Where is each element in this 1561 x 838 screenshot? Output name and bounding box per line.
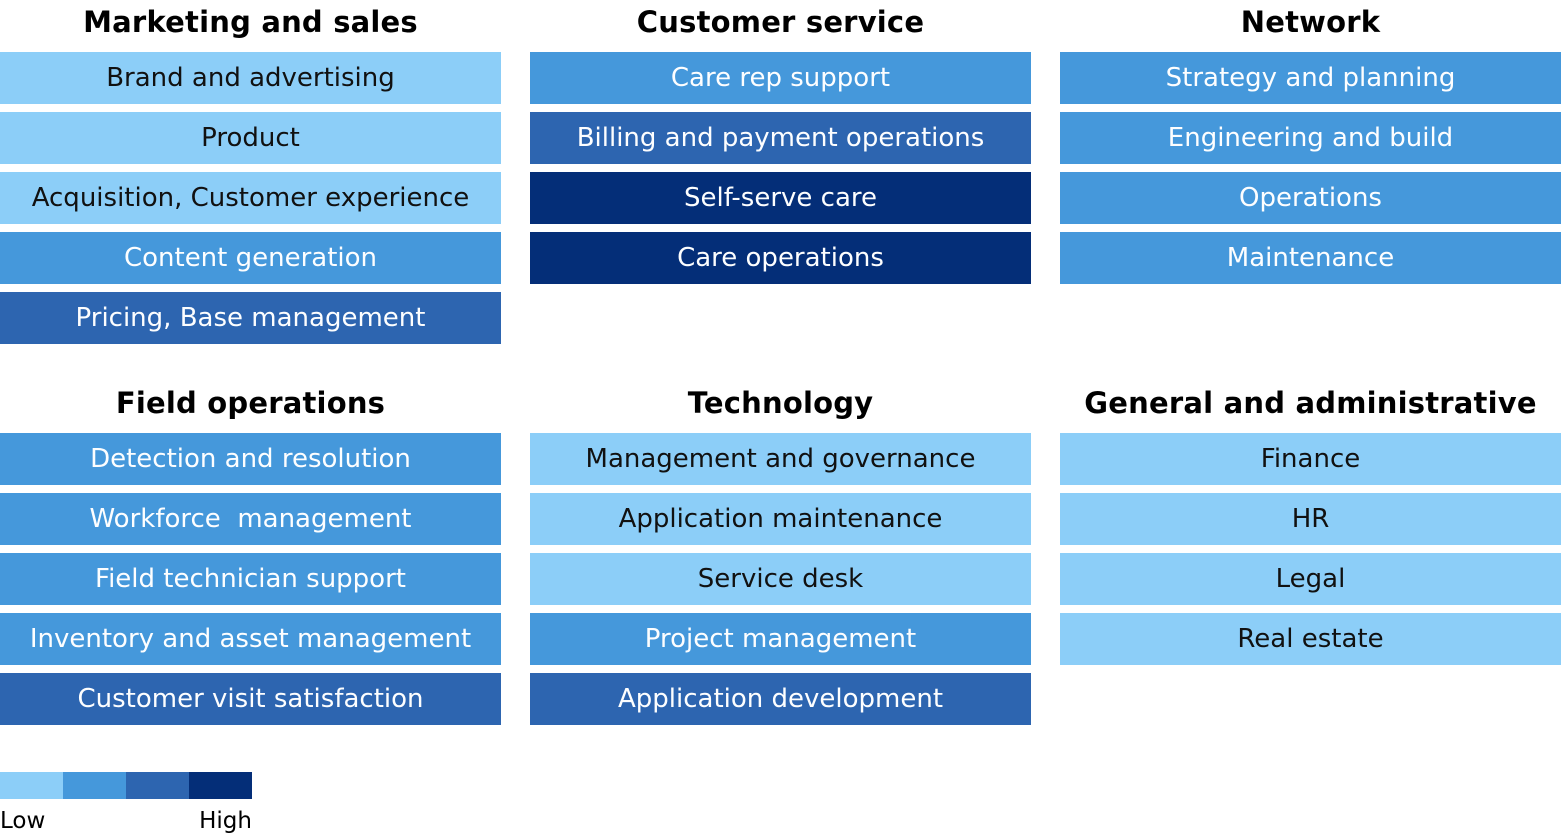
capability-bar: Pricing, Base management xyxy=(0,292,501,344)
capability-bar: Finance xyxy=(1060,433,1561,485)
capability-bar: Care rep support xyxy=(530,52,1031,104)
group-title: Network xyxy=(1240,5,1381,39)
capability-bar: Acquisition, Customer experience xyxy=(0,172,501,224)
legend: Low High xyxy=(0,772,252,834)
legend-color-scale xyxy=(0,772,252,799)
capability-bar: Engineering and build xyxy=(1060,112,1561,164)
legend-labels: Low High xyxy=(0,808,252,834)
legend-high-label: High xyxy=(199,808,252,834)
capability-bar: Workforce management xyxy=(0,493,501,545)
capability-bar: Field technician support xyxy=(0,553,501,605)
group-title: Field operations xyxy=(115,386,386,420)
capability-bar: Management and governance xyxy=(530,433,1031,485)
group-title: General and administrative xyxy=(1084,386,1537,420)
capability-bar: Brand and advertising xyxy=(0,52,501,104)
legend-swatch-level-3 xyxy=(126,772,189,799)
capability-bar: Real estate xyxy=(1060,613,1561,665)
capability-bar: Strategy and planning xyxy=(1060,52,1561,104)
group-title: Marketing and sales xyxy=(83,5,418,39)
capability-bar: Application development xyxy=(530,673,1031,725)
legend-swatch-level-4 xyxy=(189,772,252,799)
capability-bar: Billing and payment operations xyxy=(530,112,1031,164)
capability-bar: HR xyxy=(1060,493,1561,545)
group-title: Customer service xyxy=(636,5,925,39)
capability-bar: Operations xyxy=(1060,172,1561,224)
capability-bar: Application maintenance xyxy=(530,493,1031,545)
capability-bar: Detection and resolution xyxy=(0,433,501,485)
group-title: Technology xyxy=(687,386,874,420)
capability-bar: Product xyxy=(0,112,501,164)
capability-bar: Service desk xyxy=(530,553,1031,605)
capability-bar: Inventory and asset management xyxy=(0,613,501,665)
capability-bar: Customer visit satisfaction xyxy=(0,673,501,725)
capability-bar: Project management xyxy=(530,613,1031,665)
capability-bar: Legal xyxy=(1060,553,1561,605)
legend-swatch-level-2 xyxy=(63,772,126,799)
capability-bar: Care operations xyxy=(530,232,1031,284)
capability-bar: Maintenance xyxy=(1060,232,1561,284)
legend-low-label: Low xyxy=(0,808,46,834)
capability-bar: Content generation xyxy=(0,232,501,284)
capability-bar: Self-serve care xyxy=(530,172,1031,224)
legend-swatch-level-1 xyxy=(0,772,63,799)
